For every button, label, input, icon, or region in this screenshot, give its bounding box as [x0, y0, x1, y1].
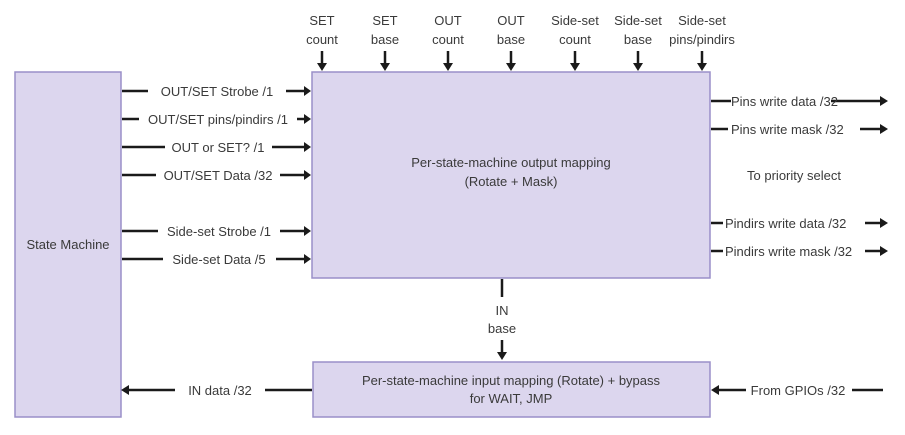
signal-sideset-data: Side-set Data /5	[122, 249, 311, 269]
config-input-label: OUT	[497, 13, 525, 28]
output-mapping-label-line-2: (Rotate + Mask)	[465, 174, 558, 189]
config-input-label: Side-set	[614, 13, 662, 28]
output-label: Pins write mask /32	[731, 122, 844, 137]
input-mapping-block	[312, 361, 711, 418]
config-input-label: base	[624, 32, 652, 47]
output-mapping-block	[311, 71, 711, 279]
signal-out-set-strobe: OUT/SET Strobe /1	[122, 81, 311, 101]
priority-select-label: To priority select	[747, 168, 841, 183]
signal-label: OUT/SET Data /32	[164, 168, 273, 183]
config-input-out-count: OUT count	[432, 13, 464, 71]
signal-label: Side-set Data /5	[172, 252, 265, 267]
from-gpios-label: From GPIOs /32	[751, 383, 846, 398]
config-input-out-base: OUT base	[497, 13, 525, 71]
config-input-set-base: SET base	[371, 13, 399, 71]
signal-sideset-strobe: Side-set Strobe /1	[122, 221, 311, 241]
signal-out-set-data: OUT/SET Data /32	[122, 165, 311, 185]
signal-out-or-set: OUT or SET? /1	[122, 137, 311, 157]
signal-label: OUT or SET? /1	[172, 140, 265, 155]
config-input-label: base	[371, 32, 399, 47]
output-label: Pindirs write data /32	[725, 216, 846, 231]
config-input-label: count	[306, 32, 338, 47]
signal-out-set-pins-pindirs: OUT/SET pins/pindirs /1	[122, 109, 311, 129]
signal-label: Side-set Strobe /1	[167, 224, 271, 239]
output-label: Pins write data /32	[731, 94, 838, 109]
config-input-label: base	[497, 32, 525, 47]
config-input-label: SET	[309, 13, 334, 28]
in-data-signal: IN data /32	[121, 380, 312, 400]
config-input-label: Side-set	[551, 13, 599, 28]
config-input-sideset-pins-pindirs: Side-set pins/pindirs	[669, 13, 735, 71]
input-mapping-label-line-1: Per-state-machine input mapping (Rotate)…	[362, 373, 661, 388]
config-input-label: pins/pindirs	[669, 32, 735, 47]
output-pindirs-write-mask: Pindirs write mask /32	[711, 241, 888, 261]
output-label: Pindirs write mask /32	[725, 244, 852, 259]
state-machine-label: State Machine	[26, 237, 109, 252]
from-gpios-signal: From GPIOs /32	[711, 380, 883, 400]
config-input-sideset-base: Side-set base	[614, 13, 662, 71]
output-mapping-label-line-1: Per-state-machine output mapping	[411, 155, 610, 170]
config-input-label: count	[559, 32, 591, 47]
state-machine-block	[14, 71, 122, 418]
signal-label: OUT/SET Strobe /1	[161, 84, 273, 99]
output-pins-write-data: Pins write data /32	[711, 91, 888, 111]
config-input-label: Side-set	[678, 13, 726, 28]
config-input-label: SET	[372, 13, 397, 28]
in-base-signal: IN base	[488, 279, 516, 360]
in-base-label: IN	[496, 303, 509, 318]
config-input-set-count: SET count	[306, 13, 338, 71]
output-pindirs-write-data: Pindirs write data /32	[711, 213, 888, 233]
signal-label: OUT/SET pins/pindirs /1	[148, 112, 288, 127]
input-mapping-label-line-2: for WAIT, JMP	[470, 391, 553, 406]
in-base-label: base	[488, 321, 516, 336]
config-input-label: OUT	[434, 13, 462, 28]
output-pins-write-mask: Pins write mask /32	[711, 119, 888, 139]
in-data-label: IN data /32	[188, 383, 252, 398]
config-input-sideset-count: Side-set count	[551, 13, 599, 71]
config-input-label: count	[432, 32, 464, 47]
